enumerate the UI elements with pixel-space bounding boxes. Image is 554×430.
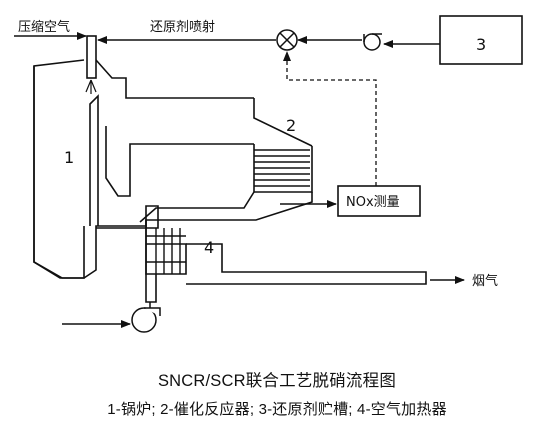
label-4: 4: [204, 238, 214, 257]
diagram-title: SNCR/SCR联合工艺脱硝流程图: [157, 372, 397, 390]
mixing-valve-icon: [276, 29, 298, 51]
convective-pass: [105, 126, 254, 197]
flue-duct: [186, 243, 427, 285]
boiler-inner-baffle: [89, 94, 99, 226]
injector-lance: [86, 35, 97, 79]
air-inlet-label: 压缩空气: [18, 19, 70, 35]
boiler-right-wall: [95, 59, 254, 99]
air-duct-down: [145, 274, 157, 303]
diagram-legend: 1-锅炉; 2-催化反应器; 3-还原剂贮槽; 4-空气加热器: [107, 401, 447, 418]
label-3: 3: [476, 35, 486, 54]
reactor-outlet-inner: [139, 191, 255, 223]
spray-nozzle: [85, 79, 97, 94]
nox-measure-label: NOx测量: [346, 195, 400, 210]
catalyst-layers: [254, 149, 310, 187]
reactor-duct-top: [253, 98, 313, 147]
boiler-shell: [33, 59, 159, 279]
flue-gas-label: 烟气: [472, 273, 498, 289]
pump-icon: [363, 33, 382, 51]
boiler-outline: [33, 66, 85, 279]
label-2: 2: [286, 116, 296, 135]
label-1: 1: [64, 148, 74, 167]
reductant-tank: [439, 15, 523, 65]
air-heater-tubes: [146, 228, 186, 274]
fan-icon: [131, 302, 161, 333]
control-signal-line: [283, 51, 377, 186]
nox-measure-box: [337, 185, 421, 217]
reductant-label: 还原剂喷射: [150, 19, 215, 35]
